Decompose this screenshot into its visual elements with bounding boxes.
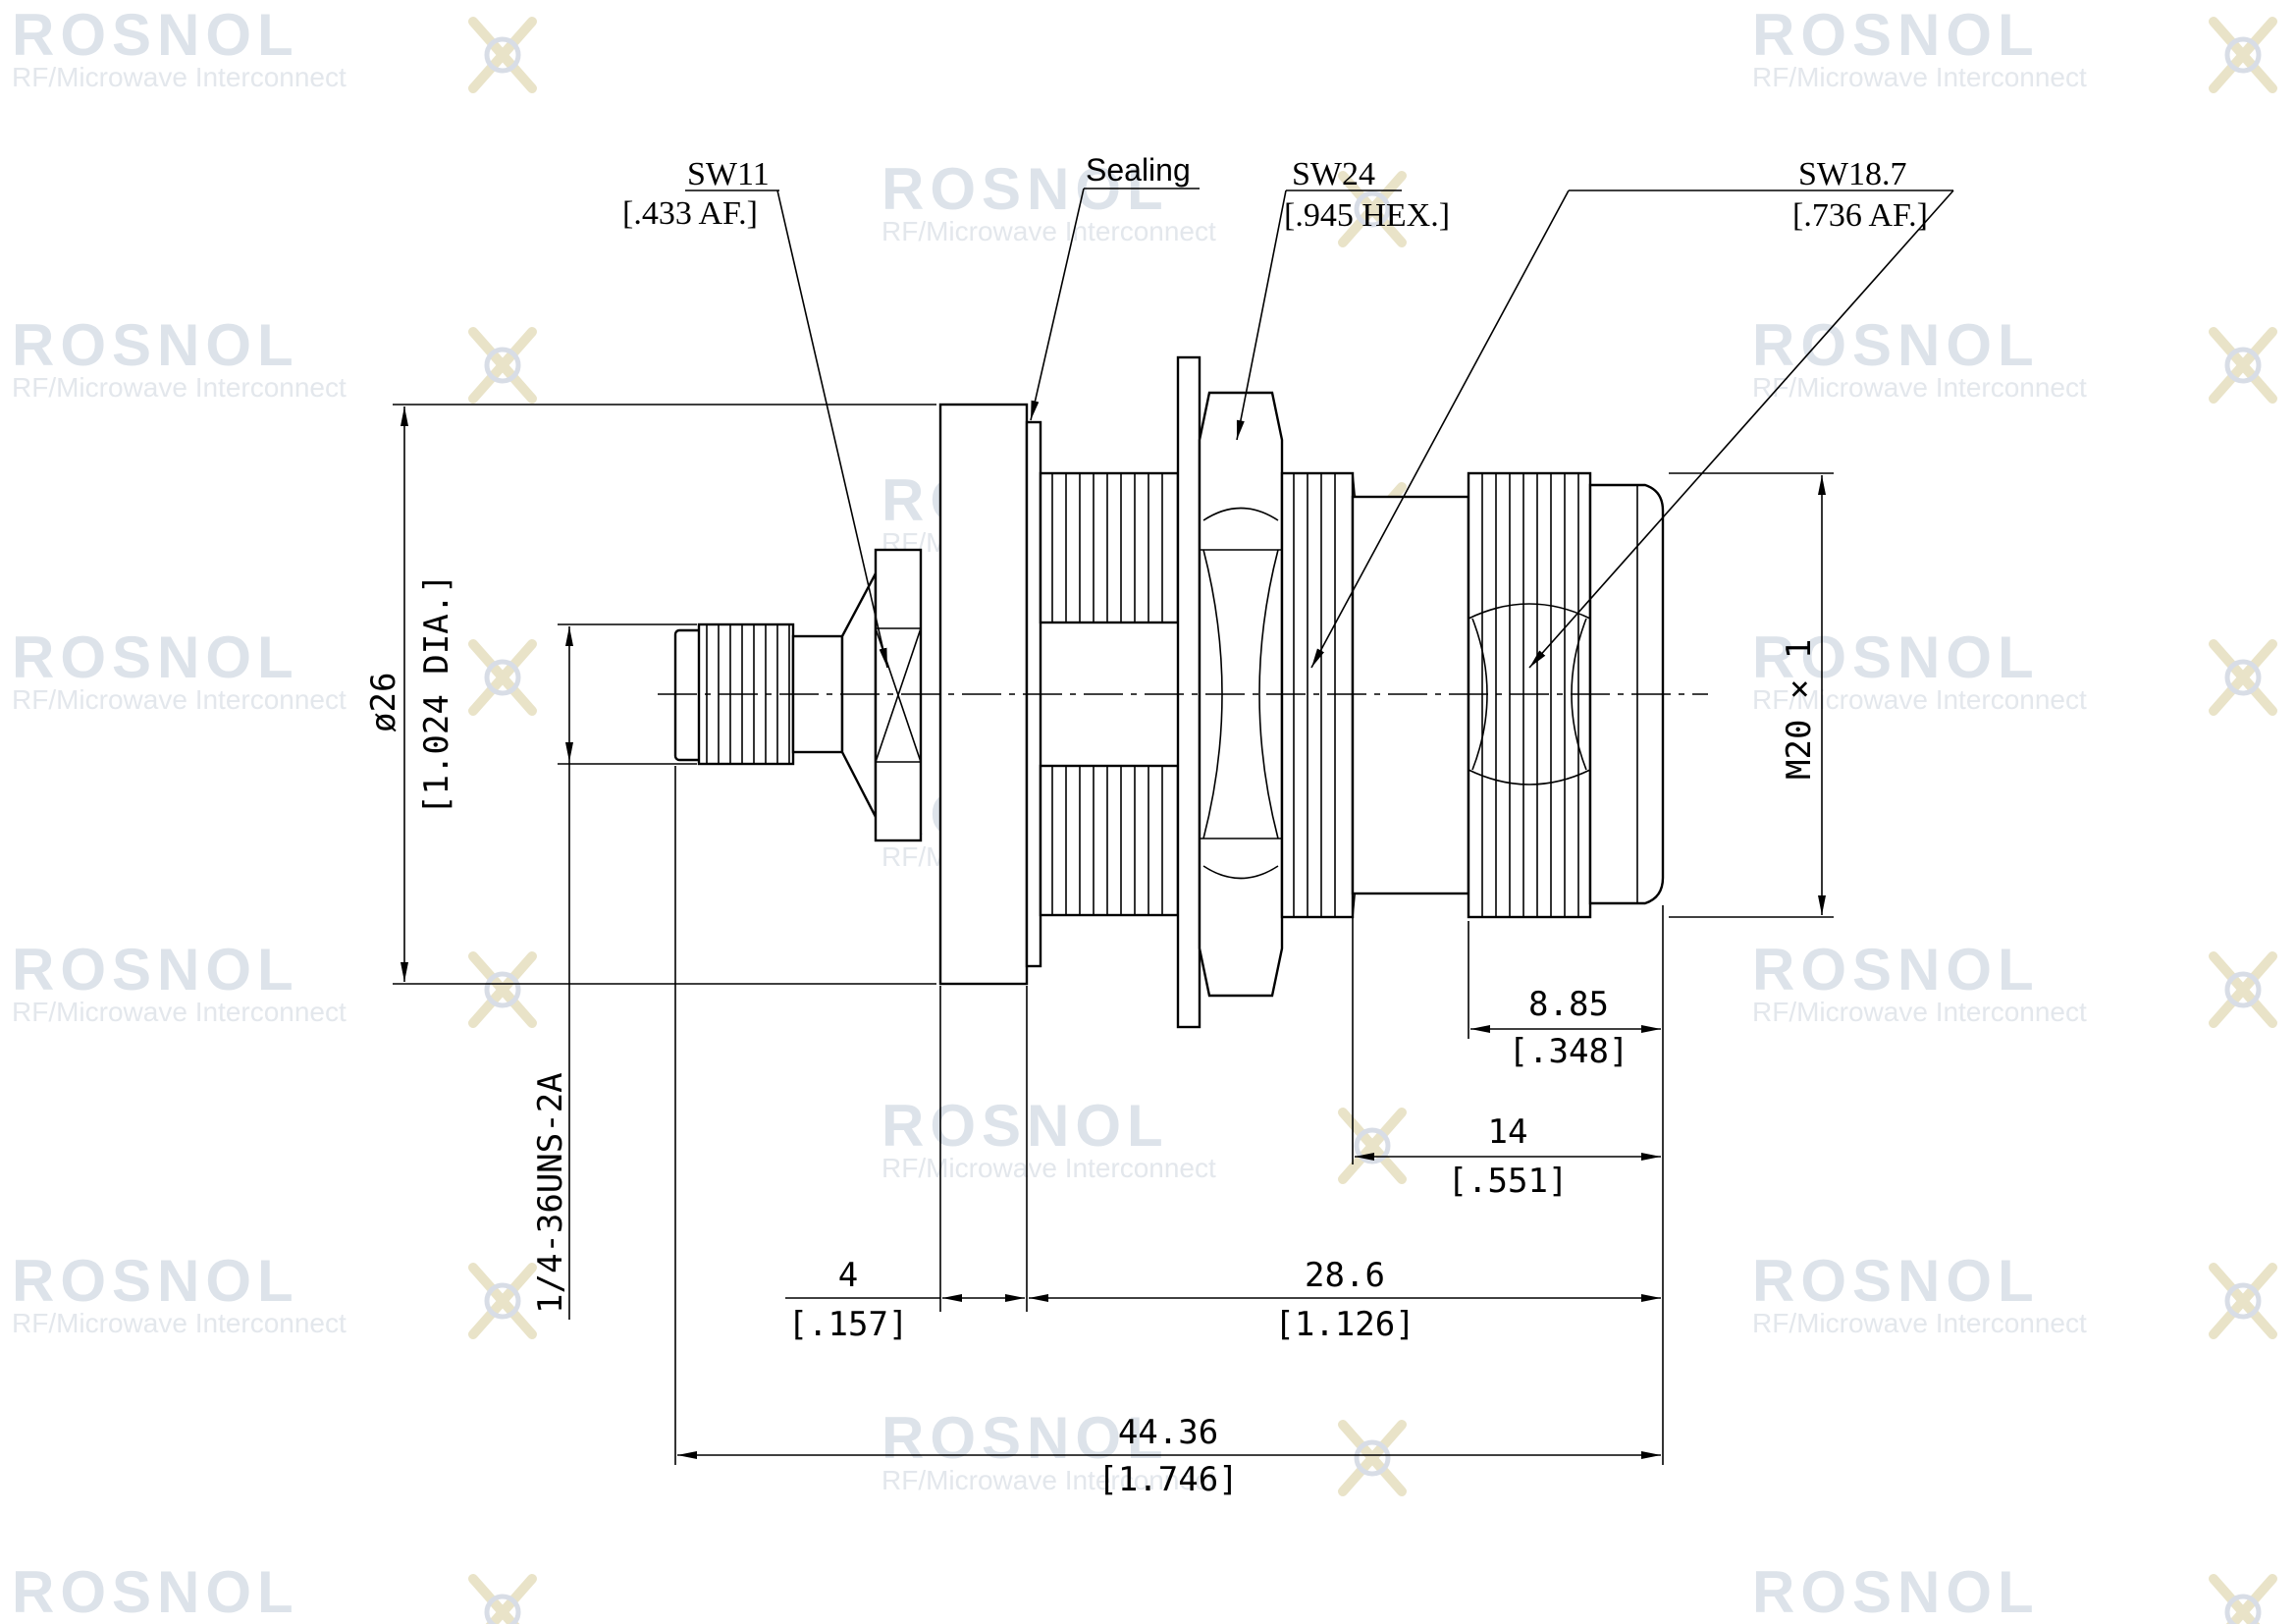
callout-sealing-label: Sealing: [1086, 152, 1191, 188]
watermark-tagline: RF/Microwave Interconnect: [881, 1153, 1216, 1183]
watermark-brand: ROSNOL: [12, 312, 299, 378]
watermark-tagline: RF/Microwave Interconnect: [1752, 372, 2087, 403]
dimension-4-sub: [.157]: [788, 1305, 909, 1344]
watermark-brand: ROSNOL: [1752, 1248, 2040, 1314]
dimension-dia26-sub: [1.024 DIA.]: [417, 573, 456, 815]
dimension-885-value: 8.85: [1528, 985, 1609, 1024]
watermark-tagline: RF/Microwave Interconnect: [12, 62, 347, 92]
watermark-brand: ROSNOL: [1752, 312, 2040, 378]
watermark-brand: ROSNOL: [12, 1559, 299, 1624]
watermark-top-right: ROSNOL RF/Microwave Interconnect: [1752, 2, 2272, 92]
logo-star-icon: [473, 22, 532, 88]
watermark-row5-left: ROSNOL RF/Microwave Interconnect: [12, 624, 532, 715]
logo-star-icon: [2214, 644, 2272, 711]
sma-threaded-end: [673, 572, 878, 818]
watermark-brand: ROSNOL: [12, 1248, 299, 1314]
callout-sealing: Sealing: [1030, 152, 1200, 421]
watermark-row7-left: ROSNOL RF/Microwave Interconnect: [12, 937, 532, 1027]
connector-body: [658, 355, 1708, 1029]
dimension-thread-small-value: 1/4-36UNS-2A: [531, 1072, 570, 1314]
callout-sw24-sub: [.945 HEX.]: [1284, 197, 1450, 234]
dimension-885: 8.85 [.348]: [1470, 985, 1661, 1071]
logo-star-icon: [1343, 1425, 1402, 1491]
watermark-tagline: RF/Microwave Interconnect: [881, 216, 1216, 246]
dimension-thread-small: 1/4-36UNS-2A: [531, 623, 697, 1320]
watermark-tagline: RF/Microwave Interconnect: [12, 684, 347, 715]
watermark-brand: ROSNOL: [881, 1405, 1169, 1471]
callout-sw24: SW24 [.945 HEX.]: [1236, 156, 1450, 441]
watermark-brand: ROSNOL: [1752, 2, 2040, 68]
dimension-286: 28.6 [1.126]: [1029, 1256, 1661, 1344]
callout-sw187-sub: [.736 AF.]: [1792, 197, 1928, 234]
watermark-brand: ROSNOL: [12, 2, 299, 68]
extension-lines: [674, 766, 1664, 1465]
watermark-row7-right: ROSNOL RF/Microwave Interconnect: [1752, 937, 2272, 1027]
dimension-286-value: 28.6: [1305, 1256, 1385, 1295]
dimension-4-value: 4: [838, 1256, 858, 1295]
washer: [1176, 355, 1201, 1029]
watermark-row3-left: ROSNOL RF/Microwave Interconnect: [12, 312, 532, 403]
watermark-row3-right: ROSNOL RF/Microwave Interconnect: [1752, 312, 2272, 403]
watermark-tagline: RF/Microwave Interconnect: [12, 997, 347, 1027]
callout-sw24-label: SW24: [1292, 156, 1375, 192]
dimension-dia26: ø26 [1.024 DIA.]: [364, 404, 936, 985]
logo-star-icon: [473, 1579, 532, 1624]
dimension-885-sub: [.348]: [1509, 1032, 1629, 1071]
watermark-tagline: RF/Microwave Interconnect: [1752, 1308, 2087, 1338]
dimension-14-sub: [.551]: [1448, 1162, 1569, 1201]
logo-star-icon: [1343, 1112, 1402, 1179]
dimension-4: 4 [.157]: [785, 1256, 1025, 1344]
logo-star-icon: [2214, 1268, 2272, 1334]
watermark-brand: ROSNOL: [1752, 1559, 2040, 1624]
dimension-4436-sub: [1.746]: [1097, 1460, 1238, 1499]
dimension-286-sub: [1.126]: [1274, 1305, 1415, 1344]
logo-star-icon: [473, 332, 532, 399]
logo-star-icon: [2214, 956, 2272, 1023]
callout-sw187-label: SW18.7: [1798, 156, 1907, 192]
logo-star-icon: [473, 1268, 532, 1334]
watermark-brand: ROSNOL: [12, 937, 299, 1002]
dimension-thread-large: M20 × 1: [1669, 472, 1834, 918]
watermark-row10-center: ROSNOL RF/Microwave Interconnect: [881, 1405, 1402, 1495]
watermark-top-left: ROSNOL RF/Microwave Interconnect: [12, 2, 532, 92]
main-thread-body: [1039, 471, 1180, 917]
m20-front-thread: [1467, 471, 1665, 919]
callout-sw11-sub: [.433 AF.]: [622, 195, 758, 232]
dimension-14: 14 [.551]: [1355, 1112, 1661, 1201]
watermark-row2-center: ROSNOL RF/Microwave Interconnect: [881, 156, 1402, 246]
logo-star-icon: [2214, 1579, 2272, 1624]
logo-star-icon: [473, 956, 532, 1023]
callout-sw187: SW18.7 [.736 AF.]: [1310, 156, 1954, 669]
callout-sw11-label: SW11: [687, 156, 770, 192]
logo-star-icon: [473, 644, 532, 711]
watermark-tagline: RF/Microwave Interconnect: [881, 1465, 1216, 1495]
dimension-4436-value: 44.36: [1118, 1413, 1218, 1452]
dimension-14-value: 14: [1488, 1112, 1528, 1152]
watermark-layer: ROSNOL RF/Microwave Interconnect ROSNOL …: [12, 2, 2272, 1624]
dimension-thread-large-value: M20 × 1: [1780, 639, 1819, 780]
dimension-dia26-value: ø26: [364, 673, 403, 732]
watermark-tagline: RF/Microwave Interconnect: [12, 372, 347, 403]
watermark-bottom-right: ROSNOL: [1752, 1559, 2272, 1624]
watermark-row9-right: ROSNOL RF/Microwave Interconnect: [1752, 1248, 2272, 1338]
logo-star-icon: [2214, 22, 2272, 88]
watermark-tagline: RF/Microwave Interconnect: [1752, 997, 2087, 1027]
watermark-tagline: RF/Microwave Interconnect: [1752, 62, 2087, 92]
watermark-row5-right: ROSNOL RF/Microwave Interconnect: [1752, 624, 2272, 715]
watermark-tagline: RF/Microwave Interconnect: [1752, 684, 2087, 715]
callout-sw11: SW11 [.433 AF.]: [622, 156, 888, 669]
watermark-brand: ROSNOL: [12, 624, 299, 690]
watermark-brand: ROSNOL: [881, 1093, 1169, 1159]
watermark-bottom-left: ROSNOL: [12, 1559, 532, 1624]
logo-star-icon: [2214, 332, 2272, 399]
dimension-4436: 44.36 [1.746]: [677, 1413, 1661, 1499]
watermark-brand: ROSNOL: [1752, 624, 2040, 690]
watermark-row9-left: ROSNOL RF/Microwave Interconnect: [12, 1248, 532, 1338]
watermark-tagline: RF/Microwave Interconnect: [12, 1308, 347, 1338]
mid-thread-section: [1280, 471, 1470, 919]
watermark-brand: ROSNOL: [1752, 937, 2040, 1002]
sw11-hex: [874, 548, 923, 842]
watermark-row8-center: ROSNOL RF/Microwave Interconnect: [881, 1093, 1402, 1183]
